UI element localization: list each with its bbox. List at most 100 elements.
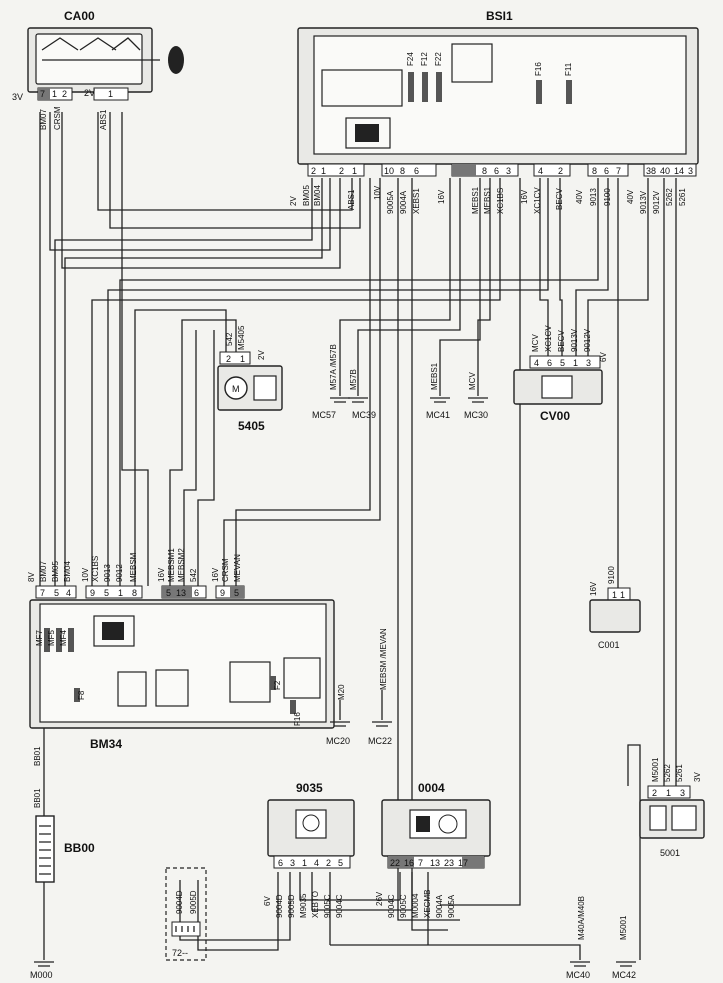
bsi1-wire-label: 9013V: [639, 190, 648, 214]
bsi1-wire-label: ABS1: [347, 189, 356, 210]
bsi1-pin: 4: [538, 166, 543, 176]
component-cv00: 4 6 5 1 3 MCV XC1CV BECV 9013V 9012V 6V …: [513, 325, 608, 423]
c5001-wire-label: M5001: [651, 757, 660, 782]
mc-wire-label: MEBS1: [430, 362, 439, 390]
c5405-pin: 1: [240, 354, 245, 364]
bm34-wire-label: BM04: [63, 561, 72, 582]
c9035-pin: 1: [302, 858, 307, 868]
bsi1-wire-label: BECV: [555, 188, 564, 210]
bsi1-wire-label: 9004A: [399, 190, 408, 214]
ground-label: MC42: [612, 970, 636, 980]
module-chip-icon: [355, 124, 379, 142]
c5001-wire-label: 5261: [675, 764, 684, 782]
c0004-wire-label: XECMB: [423, 890, 432, 918]
ca00-wire-label: CRSM: [53, 106, 62, 130]
ground-label: MC22: [368, 736, 392, 746]
c9035-wire-label: XEBTO: [311, 891, 320, 918]
c72-label: 72--: [172, 948, 188, 958]
c0004-wire-label: 9004A: [435, 894, 444, 918]
ground-group-top: M57A /M57B M57B MEBS1 MCV MC57 MC39 MC41…: [312, 344, 488, 420]
c0004-wire-label: 9005C: [399, 894, 408, 918]
c0004-wire-label: 9004C: [387, 894, 396, 918]
c9035-pin: 6: [278, 858, 283, 868]
cv00-wire-label: 6V: [599, 352, 608, 362]
component-9035: 6 3 1 4 2 5 6V 9004D 9005D M9035 XEBTO 9…: [263, 781, 355, 918]
bm34-pin: 9: [90, 588, 95, 598]
c9035-wire-label: M9035: [299, 893, 308, 918]
bsi1-pin: 7: [616, 166, 621, 176]
ca00-pin: 2: [62, 89, 67, 99]
bsi1-pin: 8: [592, 166, 597, 176]
component-72: 9004D 9005D 72--: [165, 867, 207, 961]
cv00-wire-label: BECV: [557, 330, 566, 352]
bm34-pin: 5: [166, 588, 171, 598]
bm34-wire-label: 542: [189, 568, 198, 582]
bsi1-wire-label: BM04: [313, 185, 322, 206]
cv00-label: CV00: [540, 409, 570, 423]
bm34-wire-label: 9012: [115, 564, 124, 582]
ground-label: MC41: [426, 410, 450, 420]
mc-wire-label: M57A /M57B: [329, 344, 338, 390]
bsi1-label: BSI1: [486, 9, 513, 23]
ca00-wire-label: ABS1: [99, 109, 108, 130]
mc20-wire-label: M20: [337, 684, 346, 700]
c0004-wire-label: 26V: [375, 891, 384, 906]
bsi1-fuse: F24: [406, 52, 415, 66]
bsi1-pin: 3: [688, 166, 693, 176]
c5001-pin: 2: [652, 788, 657, 798]
bsi1-wire-label: 9013: [589, 188, 598, 206]
cv00-pin: 6: [547, 358, 552, 368]
component-ca00: CA00 7 1 2 1 3V 2V BM07 CRSM ABS1: [12, 9, 184, 130]
wire-network: [39, 112, 677, 960]
c9035-wire-label: 6V: [263, 896, 272, 906]
ground-label: MC40: [566, 970, 590, 980]
component-c001: 1 1 16V 9100 C001: [589, 566, 641, 650]
c0004-pin: 16: [404, 858, 414, 868]
bm34-wire-label: MEBSM: [129, 552, 138, 582]
bsi1-pin: 6: [494, 166, 499, 176]
c72-wire-label: 9004D: [175, 890, 184, 914]
cv00-wire-label: MCV: [531, 334, 540, 352]
ca00-label: CA00: [64, 9, 95, 23]
c9035-pin: 3: [290, 858, 295, 868]
bsi1-pin: 6: [604, 166, 609, 176]
sensor-icon: [649, 805, 667, 831]
rain-sensor-icon: [671, 805, 697, 831]
bm34-pin: 4: [66, 588, 71, 598]
c9035-pin: 2: [326, 858, 331, 868]
bsi1-pin: 2: [339, 166, 344, 176]
c001-pin: 1: [620, 590, 625, 600]
c5001-wire-label: 3V: [693, 772, 702, 782]
component-0004: 22 16 7 13 23 17 26V 9004C 9005C M0004 X…: [375, 781, 491, 918]
c9035-label: 9035: [296, 781, 323, 795]
bsi1-pin: 38: [646, 166, 656, 176]
module-chip-icon: [102, 622, 124, 640]
c72-wire-label: 9005D: [189, 890, 198, 914]
cv00-pin: 5: [560, 358, 565, 368]
c5001-label: 5001: [660, 848, 680, 858]
bm34-fuse: F2: [273, 680, 282, 690]
bm34-wire-label: MEBSM1: [167, 548, 176, 582]
bsi1-wire-label: 16V: [437, 189, 446, 204]
bm34-wire-label: MEVAN: [233, 554, 242, 582]
c5405-pin: 2: [226, 354, 231, 364]
ground-label: MC20: [326, 736, 350, 746]
ground-group-bottom: M40A/M40B M5001 MC40 MC42: [566, 896, 636, 980]
bsi1-wire-label: MEBS1: [471, 186, 480, 214]
bsi1-wire-label: 2V: [289, 196, 298, 206]
c9035-pin: 4: [314, 858, 319, 868]
bm34-pin: 6: [194, 588, 199, 598]
c5405-wire-label: 2V: [257, 350, 266, 360]
c5001-wire-label: 5262: [663, 764, 672, 782]
c5001-pin: 3: [680, 788, 685, 798]
bm34-pin: 9: [220, 588, 225, 598]
mc-wire-label: MCV: [468, 372, 477, 390]
bm34-wire-label: CRSM: [221, 558, 230, 582]
bsi1-wire-label: 9005A: [386, 190, 395, 214]
bsi1-wire-label: XEBS1: [412, 188, 421, 214]
ground-label: MC30: [464, 410, 488, 420]
c001-pin: 1: [612, 590, 617, 600]
bsi1-fuse: F12: [420, 52, 429, 66]
ground-group-mid: M20 MEBSM /MEVAN MC20 MC22: [326, 628, 392, 746]
